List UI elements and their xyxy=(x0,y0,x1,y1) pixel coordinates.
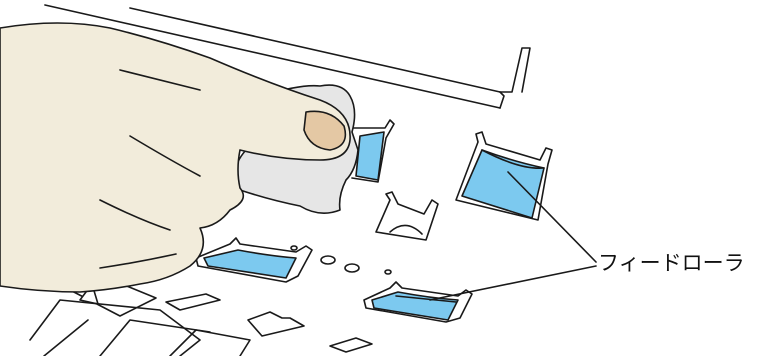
feed-roller-right xyxy=(456,132,552,220)
separation-pad xyxy=(376,192,438,240)
feed-roller-lower-left xyxy=(196,238,312,282)
feed-roller-lower-right xyxy=(364,282,472,322)
feed-roller-label: フィードローラ xyxy=(598,251,745,275)
